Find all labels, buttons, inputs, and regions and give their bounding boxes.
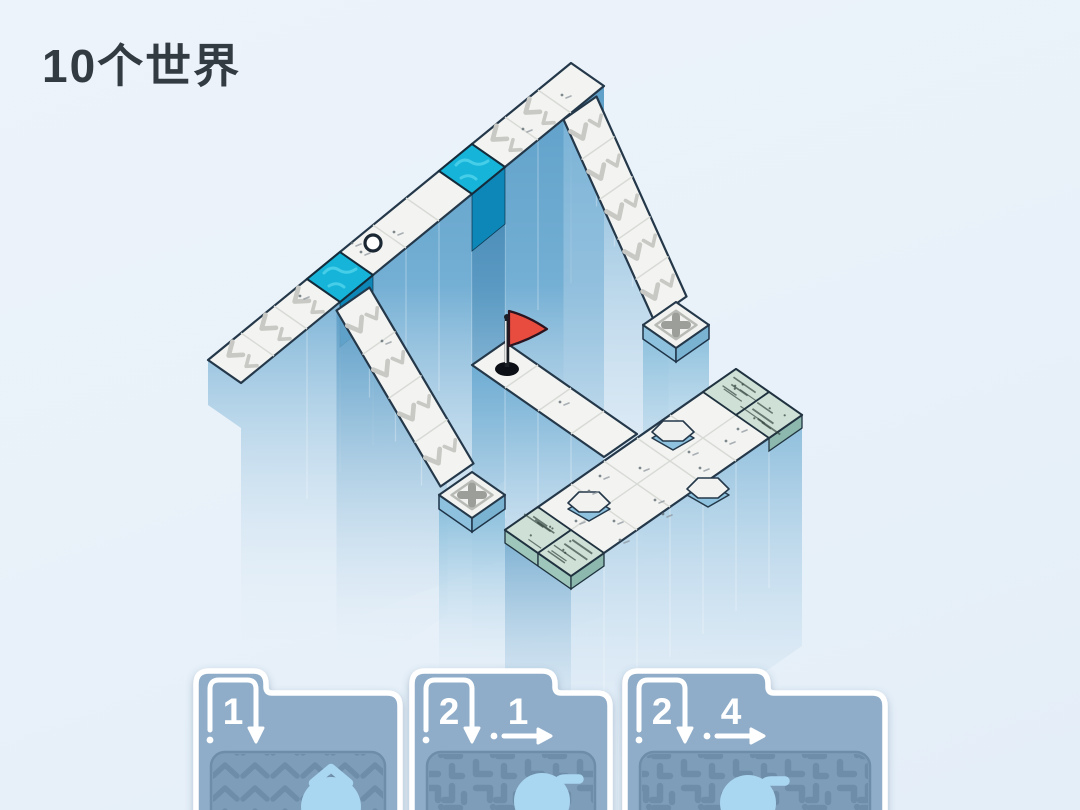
speckle [380, 339, 384, 343]
speckle [698, 466, 702, 470]
speckle [653, 498, 657, 502]
slope-chevron-icon [490, 123, 510, 142]
slope-chevron-icon [604, 202, 625, 221]
slope-chevron-icon [605, 153, 621, 168]
speckle [661, 512, 665, 516]
golf-ball-icon [363, 233, 383, 253]
speckle [687, 450, 691, 454]
cliff-face [208, 360, 241, 428]
speckle [521, 127, 525, 131]
hole [495, 362, 519, 376]
speckle [612, 519, 616, 523]
direction-corner-icon [552, 774, 584, 804]
jump-count: 1 [223, 691, 244, 732]
slope-chevron-icon [442, 438, 458, 453]
slope-chevron-icon [523, 96, 543, 115]
speckle [724, 439, 728, 443]
corner-bump [567, 491, 611, 522]
page-title: 10个世界 [42, 40, 242, 92]
slope-chevron-icon [659, 273, 675, 288]
speckle [638, 466, 642, 470]
slope-chevron-icon [244, 353, 259, 369]
water-tile [437, 142, 507, 196]
roll-count: 1 [508, 691, 529, 732]
slope-chevron-icon [568, 122, 589, 141]
slope-chevron-icon [422, 446, 443, 466]
speckle [350, 241, 354, 245]
slope-chevron-icon [370, 358, 391, 378]
slope-chevron-icon [541, 110, 556, 126]
plus-icon [661, 312, 691, 338]
speckle [618, 538, 622, 542]
slope-chevron-icon [292, 285, 312, 304]
left-ramp-path [335, 286, 475, 488]
water-tile [305, 250, 375, 304]
speckle [392, 230, 396, 234]
slope-chevron-icon [587, 113, 603, 128]
jump-count: 2 [652, 691, 673, 732]
flag-icon [507, 309, 549, 348]
slope-chevron-icon [622, 242, 643, 261]
upper-tile-path [206, 61, 606, 385]
slope-chevron-icon [508, 137, 523, 153]
speckle [560, 93, 564, 97]
ice-tile [735, 391, 803, 439]
direction-up-icon [308, 763, 354, 788]
slope-chevron-icon [416, 394, 432, 409]
corner-bump [686, 477, 730, 508]
ice-tile [504, 506, 572, 554]
right-ramp-path [562, 95, 688, 321]
goal-flag [495, 309, 549, 376]
speckle [298, 294, 302, 298]
roll-count: 4 [721, 691, 742, 732]
speckle [359, 250, 363, 254]
slope-chevron-icon [310, 299, 325, 315]
slope-chevron-icon [623, 193, 639, 208]
slope-chevron-icon [277, 326, 292, 342]
speckle [587, 489, 591, 493]
slope-chevron-icon [344, 314, 365, 334]
lower-platform [298, 93, 804, 578]
slope-chevron-icon [226, 339, 246, 358]
slope-chevron-icon [390, 350, 406, 365]
speckle [574, 519, 578, 523]
slope-chevron-icon [259, 312, 279, 331]
slope-chevron-icon [640, 282, 661, 301]
corner-bump [651, 420, 695, 451]
plus-icon [457, 482, 487, 508]
speckle [736, 427, 740, 431]
speckle [598, 474, 602, 478]
card-jump-1[interactable]: 1 [193, 668, 403, 810]
slope-chevron-icon [396, 402, 417, 422]
slope-chevron-icon [364, 306, 380, 321]
slope-chevron-icon [641, 233, 657, 248]
direction-corner-icon [758, 776, 790, 806]
ice-tile [537, 529, 605, 577]
slope-chevron-icon [586, 162, 607, 181]
jump-count: 2 [439, 691, 460, 732]
speckle [558, 400, 562, 404]
